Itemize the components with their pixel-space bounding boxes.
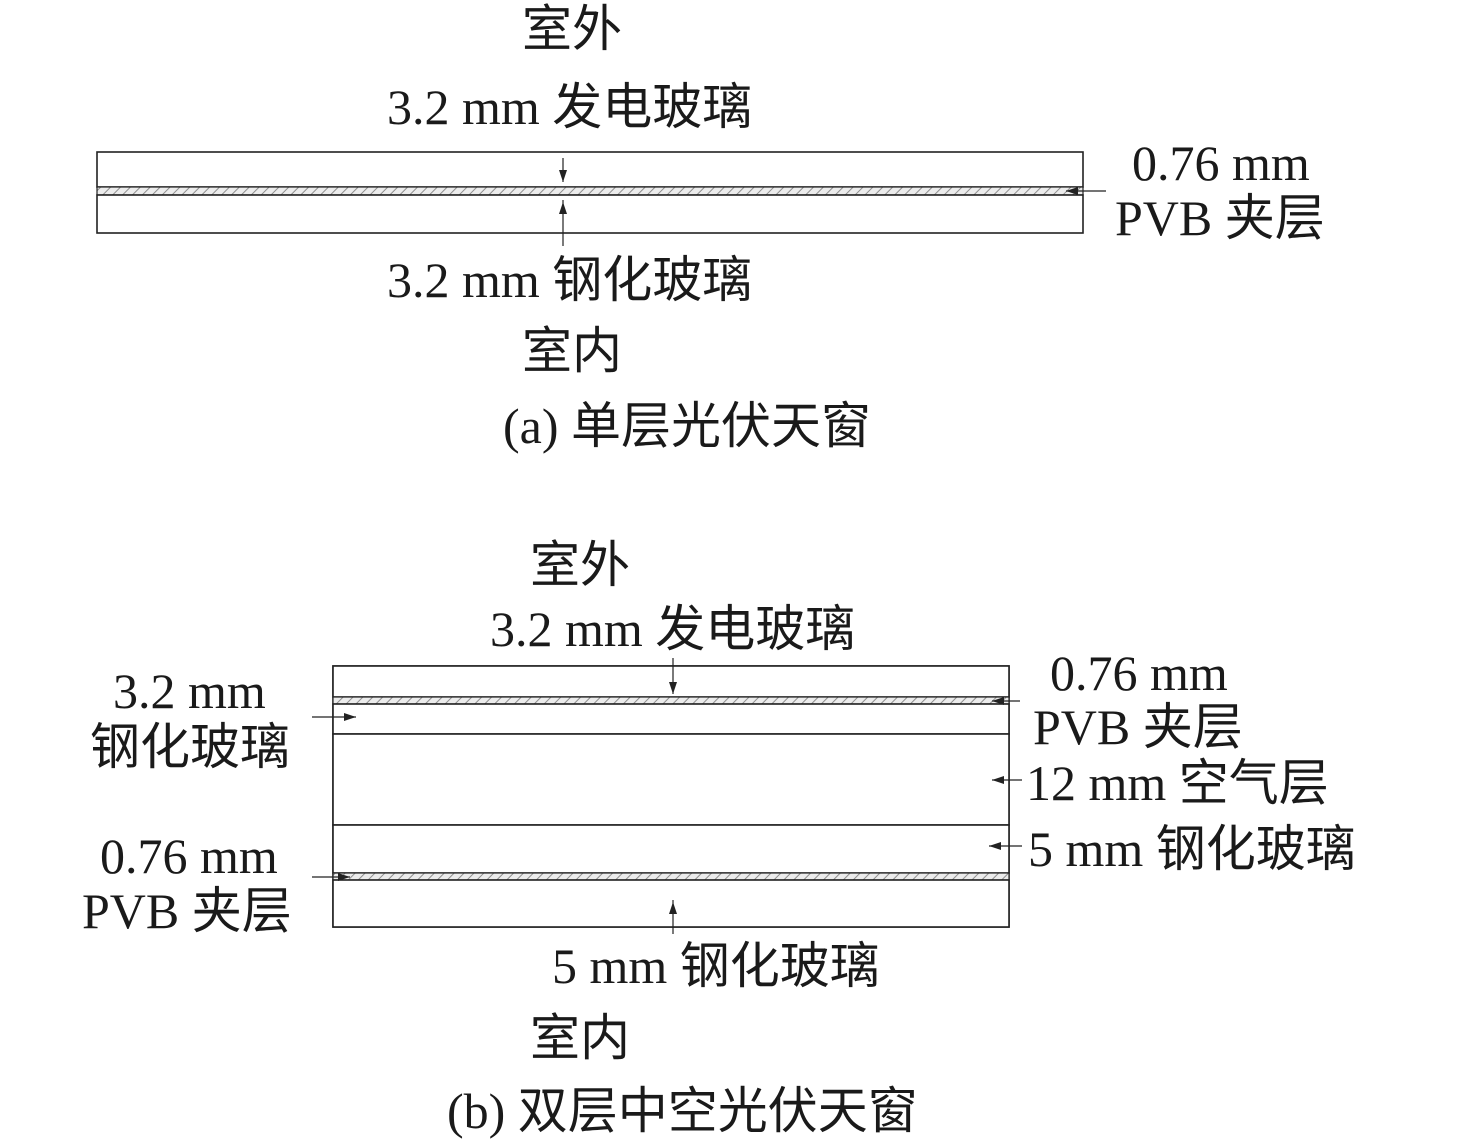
b-left-top-arrow — [312, 713, 356, 721]
a-pvb-interlayer — [96, 186, 1084, 196]
a-pvb-thickness-label: 0.76 mm — [1132, 135, 1310, 191]
b-right-pvb-arrow — [992, 697, 1020, 705]
b-power-glass-layer — [332, 665, 1010, 698]
b-right-pvb-thickness-label: 0.76 mm — [1050, 645, 1228, 701]
b-air-gap-layer — [332, 733, 1010, 826]
a-pvb-arrow — [1066, 187, 1106, 195]
b-top-arrow — [669, 658, 677, 694]
a-top-glass-label: 3.2 mm 发电玻璃 — [387, 79, 752, 135]
a-power-glass-layer — [96, 151, 1084, 188]
b-outdoor-label: 室外 — [530, 537, 630, 593]
a-tempered-glass-layer — [96, 194, 1084, 234]
b-right-pvb-name-label: PVB 夹层 — [1033, 699, 1243, 755]
a-indoor-label: 室内 — [522, 323, 622, 379]
a-bottom-arrow — [559, 200, 567, 246]
b-air-gap-label: 12 mm 空气层 — [1026, 755, 1329, 811]
b-indoor-label: 室内 — [530, 1010, 630, 1066]
b-top-pvb-interlayer — [332, 696, 1010, 705]
b-right-glass-arrow — [989, 842, 1022, 850]
panel-a-single-layer: 室外 3.2 mm 发电玻璃 0.76 mm PVB 夹层 3.2 mm 钢化玻… — [96, 1, 1325, 454]
panel-b-double-layer: 室外 3.2 mm 发电玻璃 — [82, 537, 1356, 1139]
b-air-gap-arrow — [992, 776, 1022, 784]
b-bottom-pvb-interlayer — [332, 872, 1010, 881]
b-top-tempered-glass-layer — [332, 703, 1010, 735]
a-pvb-name-label: PVB 夹层 — [1115, 190, 1325, 246]
b-right-glass-label: 5 mm 钢化玻璃 — [1028, 821, 1356, 877]
a-outdoor-label: 室外 — [522, 1, 622, 57]
b-bottom-tempered-glass-layer — [332, 879, 1010, 928]
b-bottom-glass-label: 5 mm 钢化玻璃 — [552, 938, 880, 994]
a-bottom-glass-label: 3.2 mm 钢化玻璃 — [387, 252, 752, 308]
b-caption: (b) 双层中空光伏天窗 — [447, 1083, 918, 1139]
b-left-glass-thickness-label: 3.2 mm — [113, 663, 266, 719]
b-left-pvb-thickness-label: 0.76 mm — [100, 828, 278, 884]
a-caption: (a) 单层光伏天窗 — [503, 398, 871, 454]
b-left-glass-name-label: 钢化玻璃 — [90, 719, 290, 775]
b-left-pvb-arrow — [312, 873, 350, 881]
a-top-arrow — [559, 158, 567, 182]
b-left-pvb-name-label: PVB 夹层 — [82, 883, 292, 939]
b-bottom-arrow — [669, 900, 677, 934]
b-top-glass-label: 3.2 mm 发电玻璃 — [490, 601, 855, 657]
b-mid-tempered-glass-layer — [332, 824, 1010, 874]
